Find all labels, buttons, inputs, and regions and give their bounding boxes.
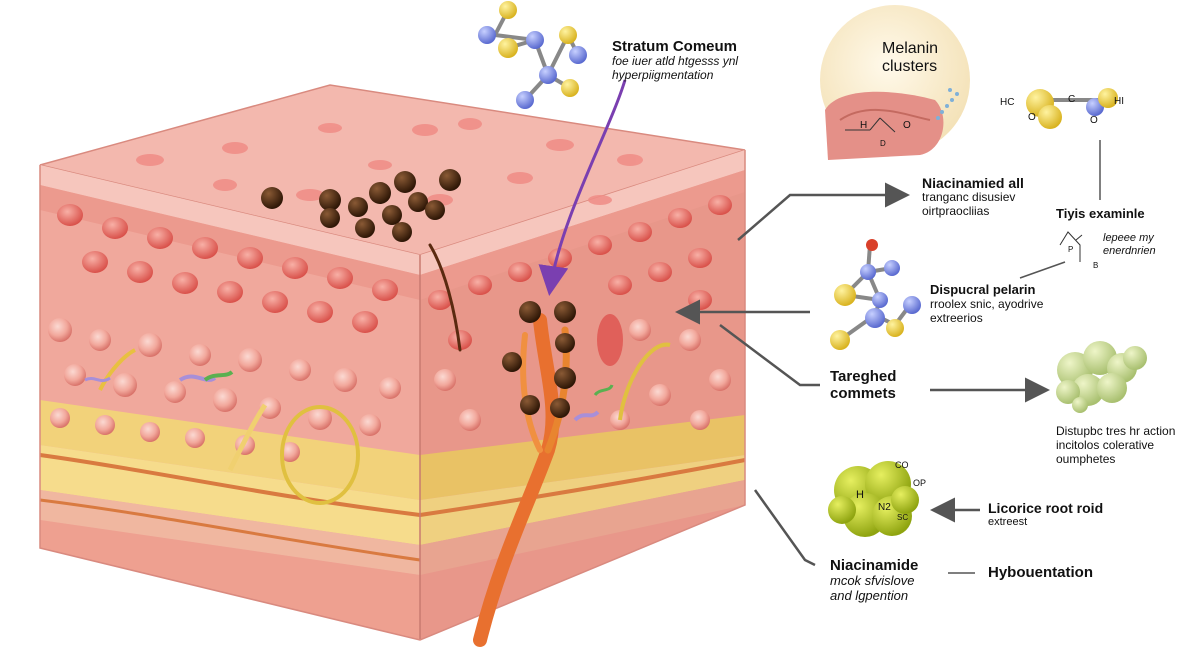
label-stratum-title: Stratum Comeum xyxy=(612,38,738,55)
label-licorice-line2: extreest xyxy=(988,516,1028,529)
label-niacinamide: Niacinamide mcok sfvislove and lgpention xyxy=(830,557,918,604)
label-melanin-line2: clusters xyxy=(882,58,938,76)
blob-h: H xyxy=(856,489,864,501)
label-melanin-line1: Melanin xyxy=(882,40,939,57)
molecule-top xyxy=(478,1,587,109)
blob-sc: SC xyxy=(897,513,908,522)
fat-layer-front xyxy=(40,400,420,500)
green-cluster xyxy=(1056,341,1147,413)
label-stratum: Stratum Comeum foe iuer atld htgesss ynl… xyxy=(612,38,738,83)
formula-o-mid: O xyxy=(1090,115,1098,126)
blob-co: CO xyxy=(895,460,909,470)
front-cells xyxy=(48,204,401,505)
label-licorice-line1: Licorice root roid xyxy=(988,500,1104,516)
formula-o-left: O xyxy=(1028,112,1036,123)
label-niacinamied-line3: oirtpraocliias xyxy=(922,203,990,218)
label-dispucral-line1: Dispucral pelarin xyxy=(930,282,1036,297)
molecule-mid xyxy=(830,239,921,350)
leader-targeted xyxy=(719,324,820,387)
leader-tiyis-low xyxy=(1019,261,1066,279)
melanin-bubble: H O D xyxy=(820,5,970,160)
label-niacinamied: Niacinamied all tranganc disusiev oirtpr… xyxy=(922,175,1024,219)
label-tiyis: Tiyis examinle xyxy=(1056,206,1145,222)
bubble-d: D xyxy=(880,139,886,148)
label-hybouentation-text: Hybouentation xyxy=(988,564,1093,581)
label-dispucral: Dispucral pelarin rroolex snic, ayodrive… xyxy=(930,282,1044,326)
label-targeted-line1: Tareghed xyxy=(830,368,897,385)
label-distupbc-line1: Distupbc tres hr action xyxy=(1056,424,1176,438)
label-niacinamied-line1: Niacinamied all xyxy=(922,175,1024,191)
formula-p: P xyxy=(1068,245,1073,254)
formula-hc: HC xyxy=(1000,97,1014,108)
arrow-stratum xyxy=(538,79,627,296)
melanin-granules-top xyxy=(261,169,461,242)
formula-hi: HI xyxy=(1114,96,1124,107)
label-tiyis-line1: lepeee my xyxy=(1103,232,1154,244)
label-tiyis-title: Tiyis examinle xyxy=(1056,206,1145,221)
label-tiyis-sub: lepeee my enerdnrien xyxy=(1103,232,1156,257)
side-cells xyxy=(428,195,732,431)
label-licorice: Licorice root roid extreest xyxy=(988,500,1103,529)
melanin-granules-dermis xyxy=(502,301,576,418)
top-cells xyxy=(136,118,643,206)
fat-layer-side xyxy=(420,415,745,500)
lime-blob: CO OP H N2 SC xyxy=(828,460,926,537)
label-dispucral-line2: rroolex snic, ayodrive xyxy=(930,296,1044,311)
label-niacinamide-line1: mcok sfvislove xyxy=(830,573,915,589)
bubble-h: H xyxy=(860,120,867,131)
formula-b: B xyxy=(1093,261,1098,270)
label-targeted-line2: commets xyxy=(830,385,896,403)
label-hybouentation: Hybouentation xyxy=(988,564,1093,581)
molecule-formula: HC O C O HI xyxy=(1000,88,1124,129)
label-stratum-line1: foe iuer atld htgesss ynl xyxy=(612,54,739,69)
leader-niacinamide xyxy=(753,489,816,567)
label-niacinamide-line2: and lgpention xyxy=(830,588,909,604)
bubble-o: O xyxy=(903,120,911,131)
label-targeted: Tareghed commets xyxy=(830,368,896,403)
label-distupbc-line2: incitolos colerative xyxy=(1056,437,1155,452)
arrows xyxy=(538,79,1101,574)
blob-n2: N2 xyxy=(878,502,891,513)
small-formula: P B xyxy=(1059,231,1098,270)
label-distupbc: Distupbc tres hr action incitolos colera… xyxy=(1056,424,1176,466)
label-distupbc-line3: oumphetes xyxy=(1056,451,1116,466)
formula-c: C xyxy=(1068,94,1075,105)
label-stratum-line2: hyperpiigmentation xyxy=(612,68,714,83)
label-melanin: Melanin clusters xyxy=(882,40,938,77)
label-niacinamied-line2: tranganc disusiev xyxy=(922,190,1016,205)
label-dispucral-line3: extreerios xyxy=(930,310,983,325)
arrow-niacinamied xyxy=(737,182,910,241)
label-tiyis-line2: enerdnrien xyxy=(1103,244,1156,257)
blob-op: OP xyxy=(913,478,926,488)
label-niacinamide-title: Niacinamide xyxy=(830,557,919,574)
